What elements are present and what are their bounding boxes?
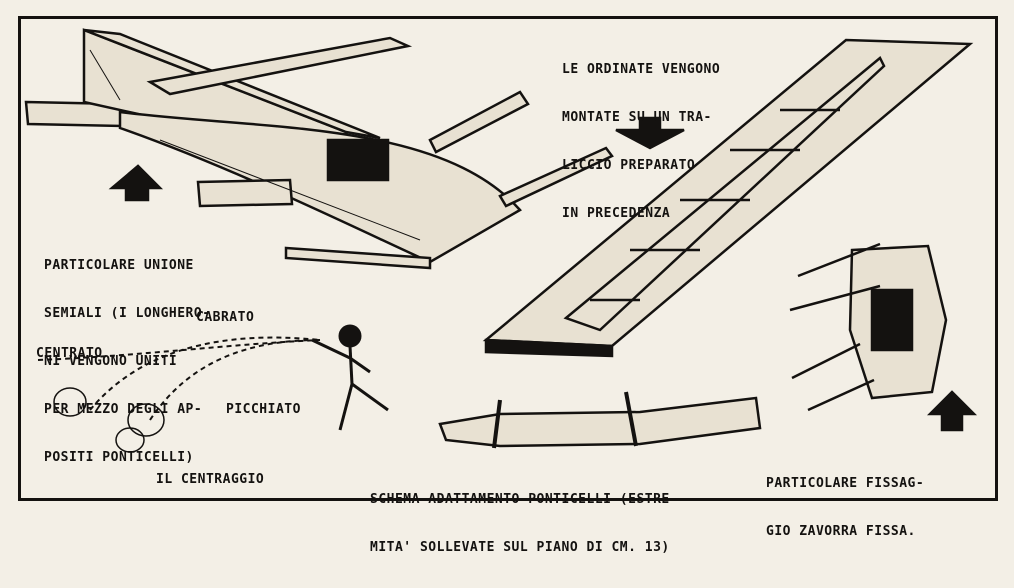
caption-schema: SCHEMA ADATTAMENTO PONTICELLI (ESTRE- MI… [370, 492, 679, 555]
bush-drawing [53, 387, 165, 453]
stick-figure [311, 324, 389, 431]
label-centrato: CENTRATO [36, 346, 103, 361]
caption-fissaggio: PARTICOLARE FISSAG- GIO ZAVORRA FISSA. [766, 476, 925, 539]
ballast-detail-drawing [789, 242, 978, 432]
caption-unione: PARTICOLARE UNIONE SEMIALI (I LONGHERO- … [44, 258, 211, 465]
border-frame [18, 16, 998, 501]
trajectory-drawing [37, 336, 321, 421]
illustration-sheet: LE ORDINATE VENGONO MONTATE SU UN TRA- L… [18, 16, 998, 555]
caption-ordinate: LE ORDINATE VENGONO MONTATE SU UN TRA- L… [562, 62, 721, 221]
fuselage-jig-drawing [482, 38, 974, 358]
label-picchiato: PICCHIATO [226, 402, 301, 417]
drawings [24, 28, 978, 453]
label-cabrato: CABRATO [196, 310, 255, 325]
bridge-scheme-drawing [438, 391, 762, 449]
caption-centraggio: IL CENTRAGGIO [156, 472, 265, 487]
wing-joint-drawing [24, 28, 614, 270]
